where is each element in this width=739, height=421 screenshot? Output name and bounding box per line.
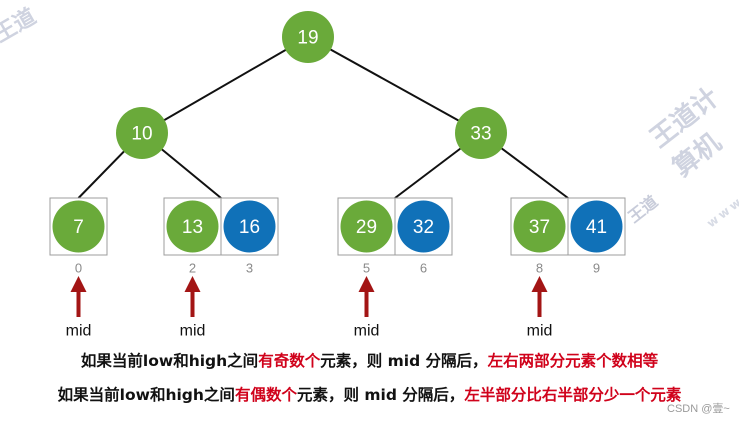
leaf-node-label-1-0: 13 — [182, 217, 203, 238]
leaf-node-3-1 — [570, 200, 623, 253]
tree-node-root — [282, 11, 334, 63]
array-index-0-0: 0 — [75, 261, 82, 276]
leaf-node-2-1 — [397, 200, 450, 253]
edge-root-left — [141, 36, 309, 134]
leaf-node-label-3-1: 41 — [586, 217, 607, 238]
tree-node-right — [455, 107, 507, 159]
caption-even-count: 如果当前low和high之间有偶数个元素，则 mid 分隔后，左半部分比右半部分… — [0, 383, 739, 405]
caption-2-part1: 如果当前low和high之间 — [57, 386, 235, 404]
leaf-node-1-1 — [223, 200, 276, 253]
mid-arrow-head-2 — [358, 276, 375, 292]
mid-arrow-head-3 — [531, 276, 548, 292]
caption-2-highlight2: 左半部分比右半部分少一个元素 — [464, 386, 682, 404]
leaf-node-2-0 — [340, 200, 393, 253]
tree-node-left — [116, 107, 168, 159]
leaf-node-label-0-0: 7 — [73, 217, 84, 238]
leaf-node-label-3-0: 37 — [529, 217, 550, 238]
array-index-3-1: 9 — [593, 261, 600, 276]
leaf-node-3-0 — [513, 200, 566, 253]
binary-search-tree-diagram: 19 10 33 7 0 mid 13 2 16 3 mid 29 5 32 6 mid 37 8 41 9 mid — [49, 11, 626, 340]
tree-node-right-label: 33 — [470, 124, 491, 145]
mid-label-3: mid — [527, 323, 553, 340]
tree-node-root-label: 19 — [297, 28, 318, 49]
caption-1-part1: 如果当前low和high之间 — [80, 352, 259, 370]
caption-1-part2: 元素，则 mid 分隔后， — [320, 352, 488, 370]
array-index-2-1: 6 — [420, 261, 427, 276]
mid-label-0: mid — [66, 323, 92, 340]
footer-credit: CSDN @壹~ — [667, 403, 730, 415]
leaf-node-1-0 — [166, 200, 219, 253]
mid-arrow-head-0 — [70, 276, 87, 292]
array-index-2-0: 5 — [363, 261, 370, 276]
caption-odd-count: 如果当前low和high之间有奇数个元素，则 mid 分隔后，左右两部分元素个数… — [0, 349, 739, 371]
leaf-node-label-2-1: 32 — [413, 217, 434, 238]
leaf-node-label-1-1: 16 — [239, 217, 260, 238]
array-index-1-0: 2 — [189, 261, 196, 276]
tree-node-left-label: 10 — [131, 124, 152, 145]
leaf-node-label-2-0: 29 — [356, 217, 377, 238]
array-index-1-1: 3 — [246, 261, 253, 276]
leaf-node-0-0 — [52, 200, 105, 253]
caption-1-highlight2: 左右两部分元素个数相等 — [487, 352, 659, 370]
mid-label-2: mid — [354, 323, 380, 340]
caption-1-highlight1: 有奇数个 — [258, 352, 321, 370]
array-index-3-0: 8 — [536, 261, 543, 276]
caption-2-part2: 元素，则 mid 分隔后， — [296, 386, 465, 404]
mid-arrow-head-1 — [184, 276, 201, 292]
edge-root-right — [307, 36, 482, 134]
caption-2-highlight1: 有偶数个 — [234, 386, 297, 404]
mid-label-1: mid — [180, 323, 206, 340]
